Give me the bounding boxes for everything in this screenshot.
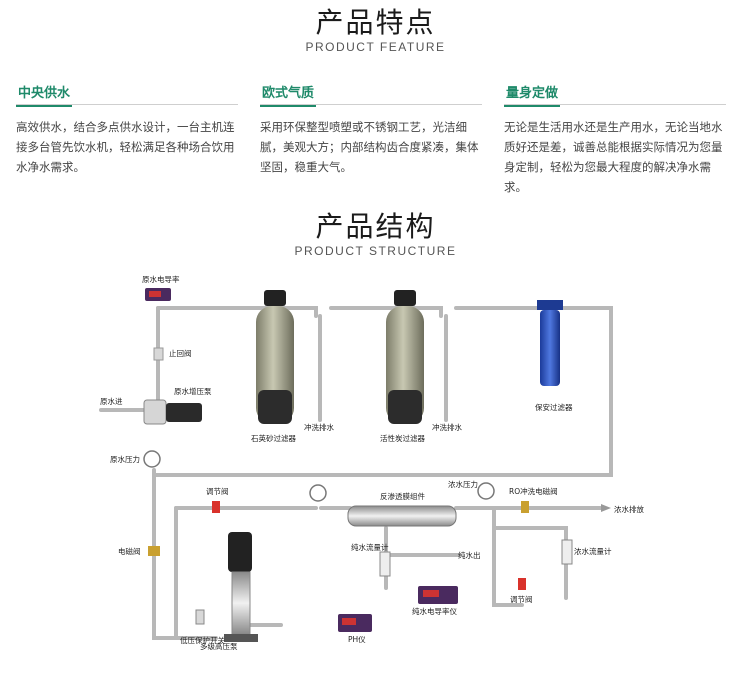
feature-card-head: 中央供水 [16, 82, 238, 107]
label-conc-drain: 浓水排放 [614, 504, 644, 514]
solenoid-valve: 电磁阀 [118, 546, 160, 556]
label-pure-flowmeter: 纯水流量计 [351, 542, 389, 552]
ro-membrane-assembly: 反渗透膜组件 [347, 491, 457, 527]
feature-card-european-style: 欧式气质 采用环保整型喷塑或不锈钢工艺，光洁细腻，美观大方；内部结构齿合度紧凑，… [260, 82, 482, 177]
feature-card-central-supply: 中央供水 高效供水，结合多点供水设计，一台主机连接多台管先饮水机，轻松满足各种场… [16, 82, 238, 177]
adjust-valve-2: 调节阀 [510, 578, 533, 604]
feature-title-cn: 产品特点 [315, 6, 436, 39]
label-adjust-valve-2: 调节阀 [510, 595, 533, 604]
label-flush-drain-2: 冲洗排水 [432, 422, 462, 432]
feature-card-head: 欧式气质 [260, 82, 482, 107]
ro-flush-solenoid-valve: RO冲洗电磁阀 [509, 486, 558, 513]
safety-cartridge-filter: 保安过滤器 [535, 300, 573, 412]
label-multistage-pump: 多级高压泵 [200, 641, 238, 651]
feature-card-text: 无论是生活用水还是生产用水，无论当地水质好还是差，诚善总能根据实际情况为您量身定… [504, 120, 723, 194]
concentrate-pressure-gauge: 浓水压力 [448, 479, 495, 500]
feature-card-text: 高效供水，结合多点供水设计，一台主机连接多台管先饮水机，轻松满足各种场合饮用水净… [16, 120, 235, 174]
structure-diagram-svg: 原水电导率 止回阀 原水增压泵 原水进 石英砂过滤器 冲洗排水 活性炭过滤器 冲… [99, 274, 644, 651]
label-conc-pressure: 浓水压力 [448, 479, 478, 489]
label-ro-flush-valve: RO冲洗电磁阀 [509, 486, 558, 496]
raw-conductivity-meter: 原水电导率 [142, 274, 180, 301]
quartz-sand-filter: 石英砂过滤器 冲洗排水 [251, 290, 334, 443]
activated-carbon-filter: 活性炭过滤器 冲洗排水 [380, 290, 462, 443]
label-adjust-valve-1: 调节阀 [206, 487, 229, 496]
label-low-pressure-switch: 低压保护开关 [180, 635, 225, 645]
label-raw-inlet: 原水进 [100, 396, 123, 406]
feature-card-text: 采用环保整型喷塑或不锈钢工艺，光洁细腻，美观大方；内部结构齿合度紧凑，集体坚固，… [260, 120, 479, 174]
feature-card-head: 量身定做 [504, 82, 726, 107]
feature-card-title: 量身定做 [504, 85, 561, 107]
membrane-pressure-gauge [309, 484, 327, 502]
ph-meter: PH仪 [338, 614, 372, 644]
multistage-high-pressure-pump: 多级高压泵 [200, 532, 258, 651]
label-quartz-filter: 石英砂过滤器 [251, 433, 296, 443]
feature-card-title: 欧式气质 [260, 85, 317, 107]
label-carbon-filter: 活性炭过滤器 [380, 433, 425, 443]
label-raw-booster-pump: 原水增压泵 [174, 386, 212, 396]
structure-title-cn: 产品结构 [315, 210, 436, 243]
label-ro-membrane: 反渗透膜组件 [380, 491, 425, 501]
pure-conductivity-meter: 纯水电导率仪 [412, 586, 458, 616]
label-flush-drain-1: 冲洗排水 [304, 422, 334, 432]
concentrate-drain: 浓水排放 [601, 504, 644, 514]
raw-pressure-gauge: 原水压力 [110, 450, 161, 468]
pipework [99, 306, 613, 640]
label-pure-conductivity: 纯水电导率仪 [412, 606, 457, 616]
feature-title-en: PRODUCT FEATURE [305, 40, 446, 54]
raw-booster-pump: 原水增压泵 原水进 [100, 386, 212, 425]
label-ph-meter: PH仪 [348, 635, 366, 644]
feature-card-customized: 量身定做 无论是生活用水还是生产用水，无论当地水质好还是差，诚善总能根据实际情况… [504, 82, 726, 197]
check-valve: 止回阀 [153, 347, 192, 361]
label-pure-out: 纯水出 [458, 550, 481, 560]
low-pressure-switch: 低压保护开关 [180, 609, 225, 645]
label-conc-flowmeter: 浓水流量计 [574, 546, 612, 556]
label-raw-pressure: 原水压力 [110, 454, 140, 464]
label-check-valve: 止回阀 [169, 348, 192, 358]
feature-section-header: 产品特点 PRODUCT FEATURE [0, 6, 751, 54]
product-structure-diagram: 原水电导率 止回阀 原水增压泵 原水进 石英砂过滤器 冲洗排水 活性炭过滤器 冲… [96, 270, 649, 668]
label-raw-conductivity: 原水电导率 [142, 274, 180, 284]
adjust-valve-1: 调节阀 [206, 487, 229, 513]
label-solenoid-valve: 电磁阀 [118, 546, 141, 556]
structure-section-header: 产品结构 PRODUCT STRUCTURE [0, 210, 751, 258]
concentrate-flowmeter: 浓水流量计 [561, 539, 612, 565]
pure-water-flowmeter: 纯水流量计 纯水出 [351, 542, 481, 577]
feature-card-title: 中央供水 [16, 85, 73, 107]
structure-title-en: PRODUCT STRUCTURE [294, 244, 457, 258]
label-safety-filter: 保安过滤器 [535, 402, 573, 412]
